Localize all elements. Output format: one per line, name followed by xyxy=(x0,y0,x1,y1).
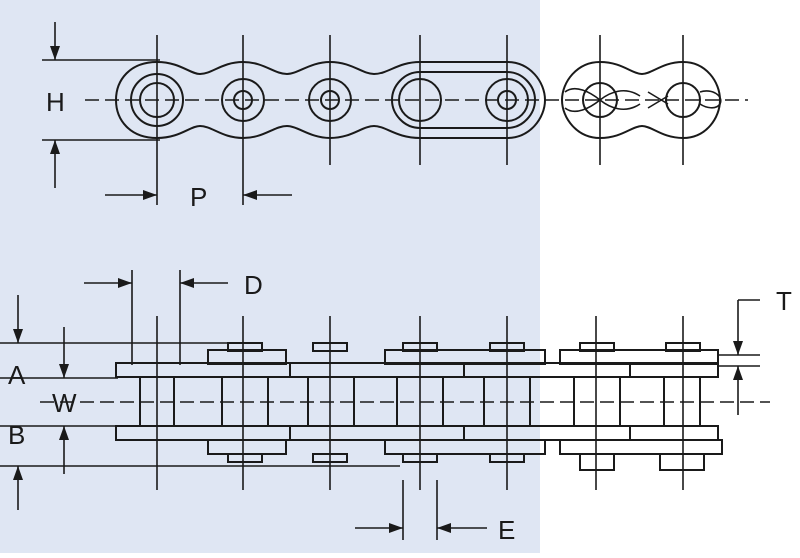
dimension-a-w-b: A W B xyxy=(0,295,400,510)
label-b: B xyxy=(8,420,25,450)
label-a: A xyxy=(8,360,26,390)
label-p: P xyxy=(190,182,207,212)
dimension-e: E xyxy=(355,480,515,545)
label-w: W xyxy=(52,388,77,418)
label-t: T xyxy=(776,286,792,316)
dimension-t: T xyxy=(718,286,792,415)
dimension-d: D xyxy=(84,270,263,365)
dimension-p: P xyxy=(105,182,292,212)
chain-top-view xyxy=(85,35,748,205)
shaded-region xyxy=(0,0,540,553)
label-d: D xyxy=(244,270,263,300)
label-h: H xyxy=(46,87,65,117)
label-e: E xyxy=(498,515,515,545)
chain-side-view xyxy=(40,316,770,490)
dimension-h: H xyxy=(42,22,160,188)
